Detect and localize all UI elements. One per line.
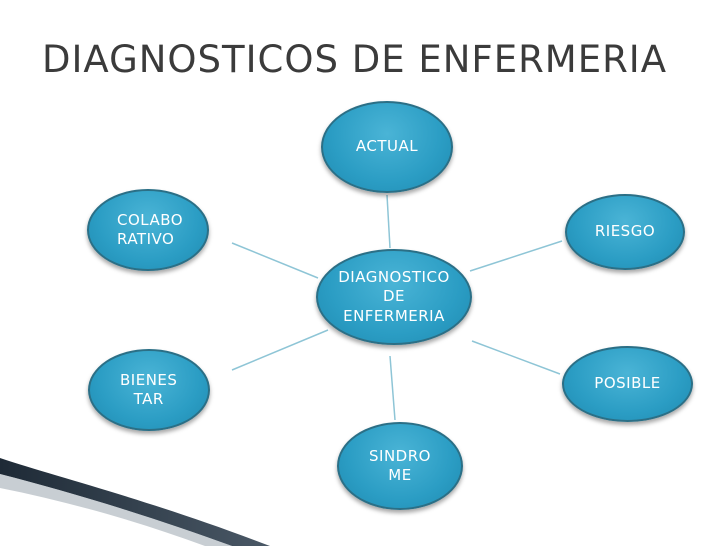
node-posible: POSIBLE <box>562 346 693 422</box>
page-title: DIAGNOSTICOS DE ENFERMERIA <box>42 38 668 81</box>
connector-bienes <box>231 329 329 371</box>
node-actual: ACTUAL <box>321 101 453 193</box>
node-riesgo: RIESGO <box>565 194 685 270</box>
node-colaborativo-label: COLABO RATIVO <box>117 210 184 249</box>
node-riesgo-label: RIESGO <box>594 222 656 241</box>
node-center-label: DIAGNOSTICO DE ENFERMERIA <box>338 267 450 325</box>
node-sindrome: SINDRO ME <box>337 422 463 510</box>
connector-sindrome <box>389 355 396 421</box>
node-colaborativo: COLABO RATIVO <box>87 189 209 271</box>
node-bienestar-label: BIENES TAR <box>120 370 178 409</box>
node-bienestar: BIENES TAR <box>88 349 210 431</box>
connector-riesgo <box>469 240 563 272</box>
node-center: DIAGNOSTICO DE ENFERMERIA <box>316 249 472 345</box>
node-posible-label: POSIBLE <box>594 374 661 393</box>
connector-posible <box>471 340 561 375</box>
node-actual-label: ACTUAL <box>355 137 419 156</box>
decorative-swoosh <box>0 458 270 546</box>
decorative-swoosh-highlight <box>0 474 232 546</box>
node-sindrome-label: SINDRO ME <box>369 446 431 485</box>
connector-colab <box>231 242 319 279</box>
connector-actual <box>386 194 391 249</box>
